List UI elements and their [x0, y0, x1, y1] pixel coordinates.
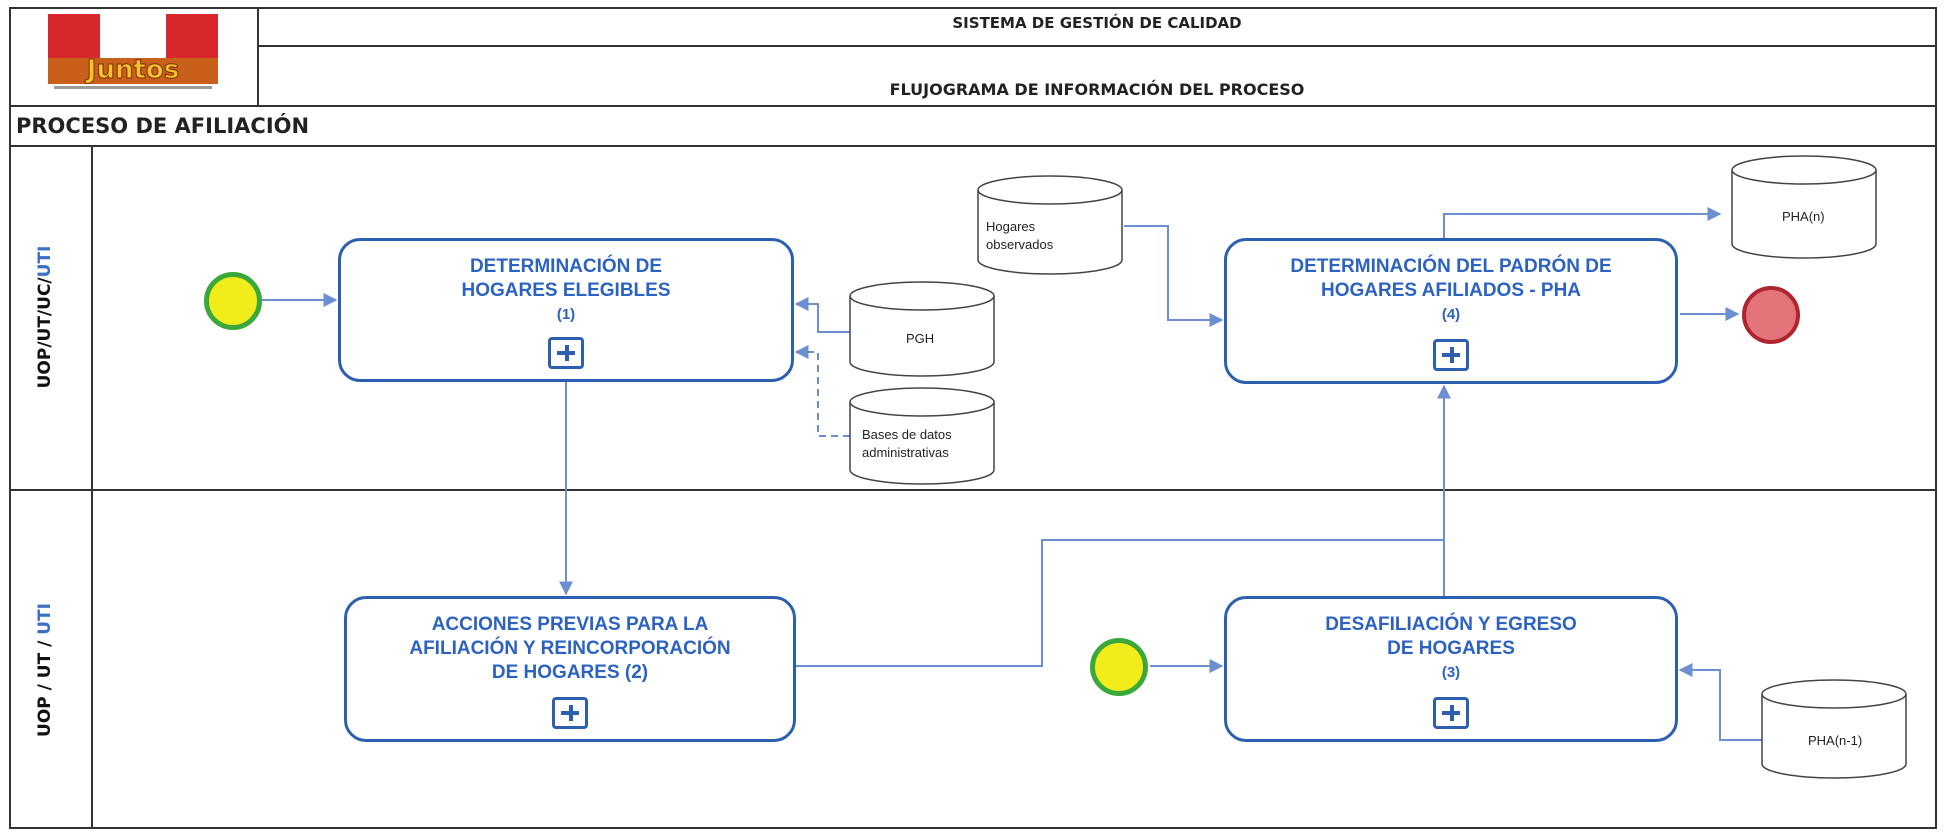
svg-text:Juntos: Juntos	[85, 55, 179, 85]
process-2-line-1: ACCIONES PREVIAS PARA LA	[431, 614, 709, 635]
database-pha-n-label: PHA(n)	[1782, 209, 1825, 224]
process-3-title: DESAFILIACIÓN Y EGRESO DE HOGARES (3)	[1227, 613, 1675, 685]
juntos-logo: Juntos	[48, 14, 218, 89]
flow-p2-to-p4	[796, 539, 1444, 667]
process-3-line-3: (3)	[1441, 664, 1461, 681]
process-4-line-3: (4)	[1441, 306, 1461, 323]
process-title: PROCESO DE AFILIACIÓN	[16, 114, 310, 138]
database-pha-n1-label: PHA(n-1)	[1808, 733, 1863, 748]
expand-subprocess-icon[interactable]	[1433, 339, 1469, 371]
flow-pgh-to-p1	[794, 297, 850, 333]
flow-p4-to-phan	[1443, 207, 1722, 238]
process-2-title: ACCIONES PREVIAS PARA LA AFILIACIÓN Y RE…	[347, 613, 793, 685]
process-acciones-previas[interactable]: ACCIONES PREVIAS PARA LA AFILIACIÓN Y RE…	[344, 596, 796, 742]
process-3-line-2: DE HOGARES	[1387, 638, 1515, 659]
expand-subprocess-icon[interactable]	[552, 697, 588, 729]
database-pgh	[849, 281, 995, 377]
end-event	[1742, 286, 1800, 344]
process-4-line-1: DETERMINACIÓN DEL PADRÓN DE	[1290, 256, 1612, 277]
database-bases-label: Bases de datos administrativas	[862, 426, 952, 462]
database-pha-n1	[1761, 679, 1907, 779]
system-title: SISTEMA DE GESTIÓN DE CALIDAD	[952, 14, 1242, 32]
start-event-2	[1090, 638, 1148, 696]
flow-obs-to-p4	[1124, 225, 1224, 327]
database-hogares-obs-line-2: observados	[986, 237, 1054, 252]
expand-subprocess-icon[interactable]	[548, 337, 584, 369]
process-determinacion-hogares-elegibles[interactable]: DETERMINACIÓN DE HOGARES ELEGIBLES (1)	[338, 238, 794, 382]
process-1-title: DETERMINACIÓN DE HOGARES ELEGIBLES (1)	[341, 255, 791, 327]
flow-bases-to-p1	[794, 345, 850, 437]
database-bases-label-line-1: Bases de datos	[862, 427, 952, 442]
database-hogares-observados	[977, 175, 1123, 275]
process-3-line-1: DESAFILIACIÓN Y EGRESO	[1325, 614, 1577, 635]
database-pha-n	[1731, 155, 1877, 259]
process-2-line-3: DE HOGARES (2)	[491, 662, 649, 683]
database-hogares-obs-label: Hogares observados	[986, 218, 1053, 254]
database-hogares-obs-line-1: Hogares	[986, 219, 1036, 234]
process-determinacion-padron-pha[interactable]: DETERMINACIÓN DEL PADRÓN DE HOGARES AFIL…	[1224, 238, 1678, 384]
process-1-line-3: (1)	[556, 306, 576, 323]
process-4-title: DETERMINACIÓN DEL PADRÓN DE HOGARES AFIL…	[1227, 255, 1675, 327]
process-4-line-2: HOGARES AFILIADOS - PHA	[1320, 280, 1582, 301]
diagram-title: FLUJOGRAMA DE INFORMACIÓN DEL PROCESO	[889, 80, 1305, 99]
process-2-line-2: AFILIACIÓN Y REINCORPORACIÓN	[409, 638, 731, 659]
database-bases-label-line-2: administrativas	[862, 445, 949, 460]
start-event-1	[204, 272, 262, 330]
expand-subprocess-icon[interactable]	[1433, 697, 1469, 729]
process-desafiliacion-egreso[interactable]: DESAFILIACIÓN Y EGRESO DE HOGARES (3)	[1224, 596, 1678, 742]
database-pgh-label: PGH	[906, 331, 935, 346]
database-bases-admin	[849, 387, 995, 485]
process-1-line-2: HOGARES ELEGIBLES	[461, 280, 671, 301]
flow-phan1-to-p3	[1678, 663, 1762, 741]
process-1-line-1: DETERMINACIÓN DE	[469, 256, 663, 277]
